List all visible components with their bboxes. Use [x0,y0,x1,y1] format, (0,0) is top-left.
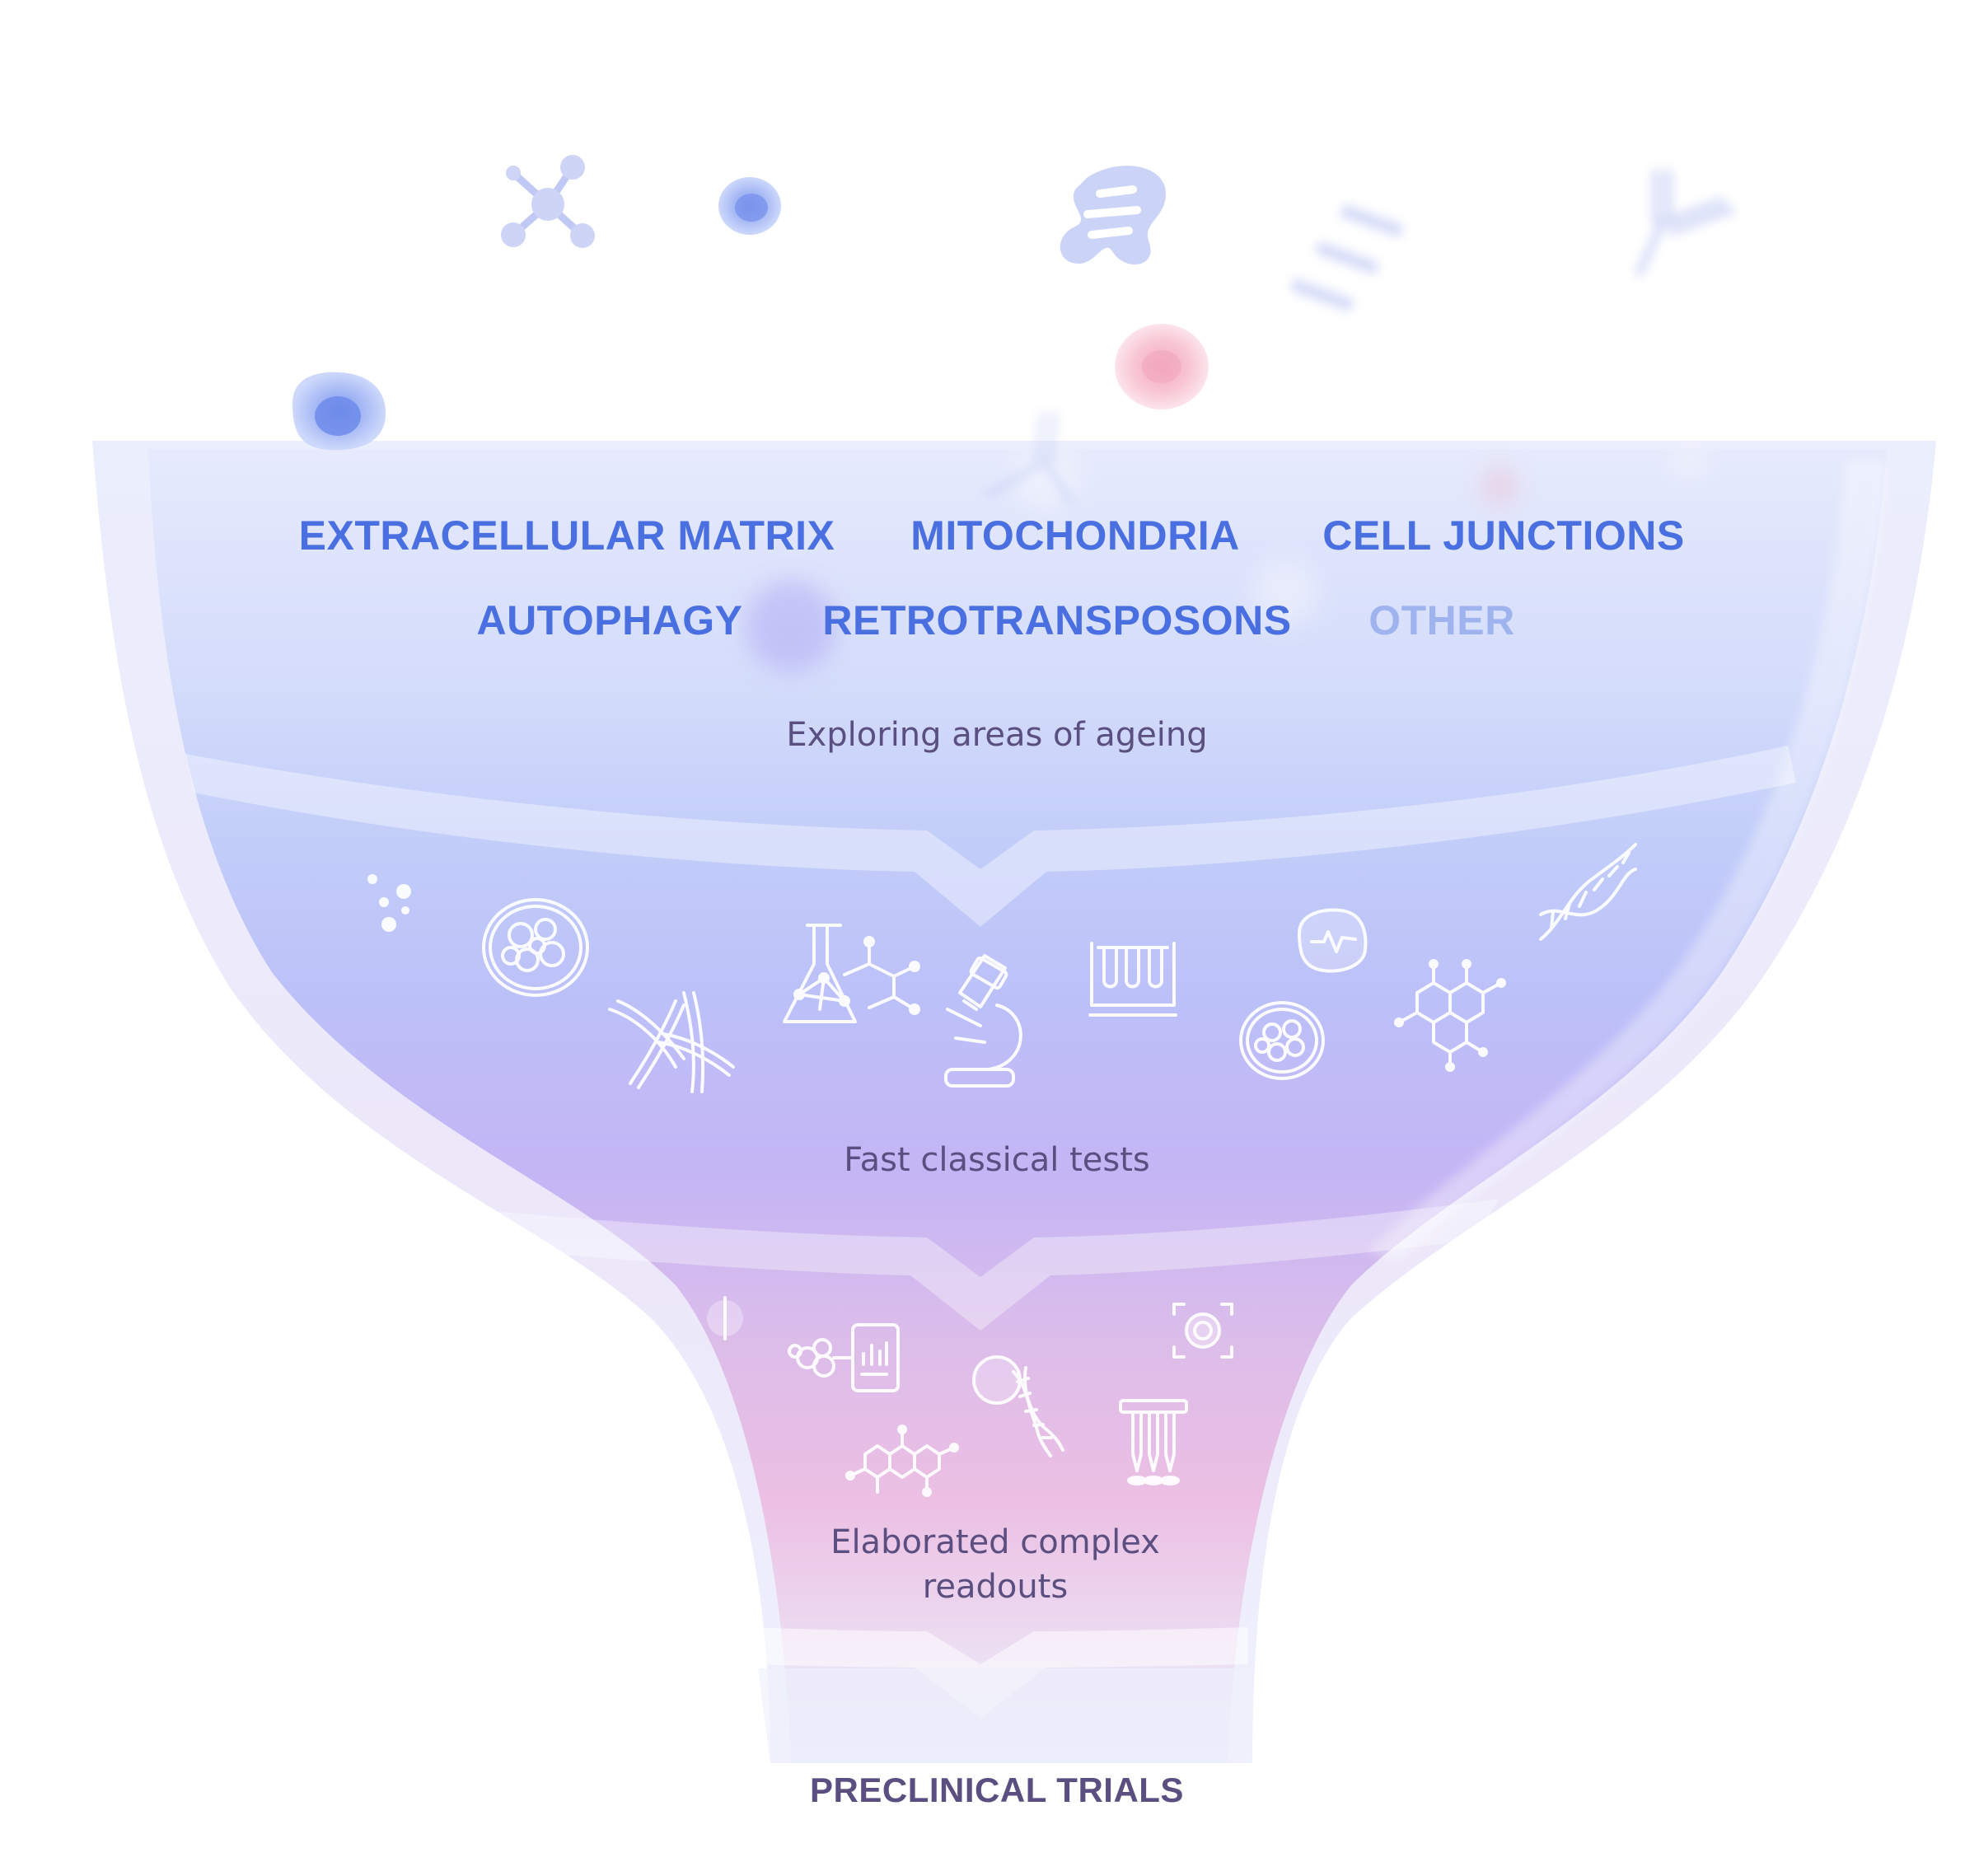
dots-icon [367,874,411,932]
faded-antibody-icon [985,412,1075,507]
cell-focus-icon [1172,1303,1233,1359]
molecule-icon [501,155,595,248]
area-label-mitochondria: MITOCHONDRIA [910,512,1240,559]
antibody-icon [1635,169,1734,276]
chromosome-icon [608,991,735,1093]
area-label-retrotransposons: RETROTRANSPOSONS [822,597,1292,643]
tier-separator-1 [185,746,1796,927]
red-cell-icon [1115,324,1209,409]
petri-dish-small-icon [1239,1001,1325,1080]
large-cell-icon [292,372,386,451]
tier-separator-2 [494,1199,1499,1331]
area-label-extracellular-matrix: EXTRACELLULAR MATRIX [298,512,835,559]
mitochondria-icon [1060,166,1166,265]
cell-junction-icon [1290,205,1404,311]
cell-icon [718,177,781,235]
test-tubes-icon [1088,942,1177,1017]
stage-label-elaborated: Elaborated complex readouts [830,1523,1160,1606]
half-cell-icon [707,1296,743,1340]
stage-label-exploring: Exploring areas of ageing [786,716,1208,754]
petri-dish-icon [482,898,589,997]
microscope-icon [944,954,1022,1088]
cell-dna-icon [972,1355,1064,1457]
pipette-rack-icon [1119,1399,1188,1485]
bottom-label-preclinical-trials: PRECLINICAL TRIALS [810,1771,1184,1809]
stage-label-fast-tests: Fast classical tests [844,1141,1150,1179]
flask-molecule-icon [783,924,920,1023]
funnel-body [148,449,1887,1763]
cell-analysis-icon [788,1323,900,1392]
area-label-other: OTHER [1368,597,1515,643]
area-label-autophagy: AUTOPHAGY [476,597,743,643]
hexagon-compound-icon [845,1425,959,1497]
hexagon-molecule-icon [1394,959,1506,1072]
cell-signal-icon [1298,908,1368,973]
area-label-cell-junctions: CELL JUNCTIONS [1322,512,1685,559]
dna-helix-icon [1539,843,1637,941]
